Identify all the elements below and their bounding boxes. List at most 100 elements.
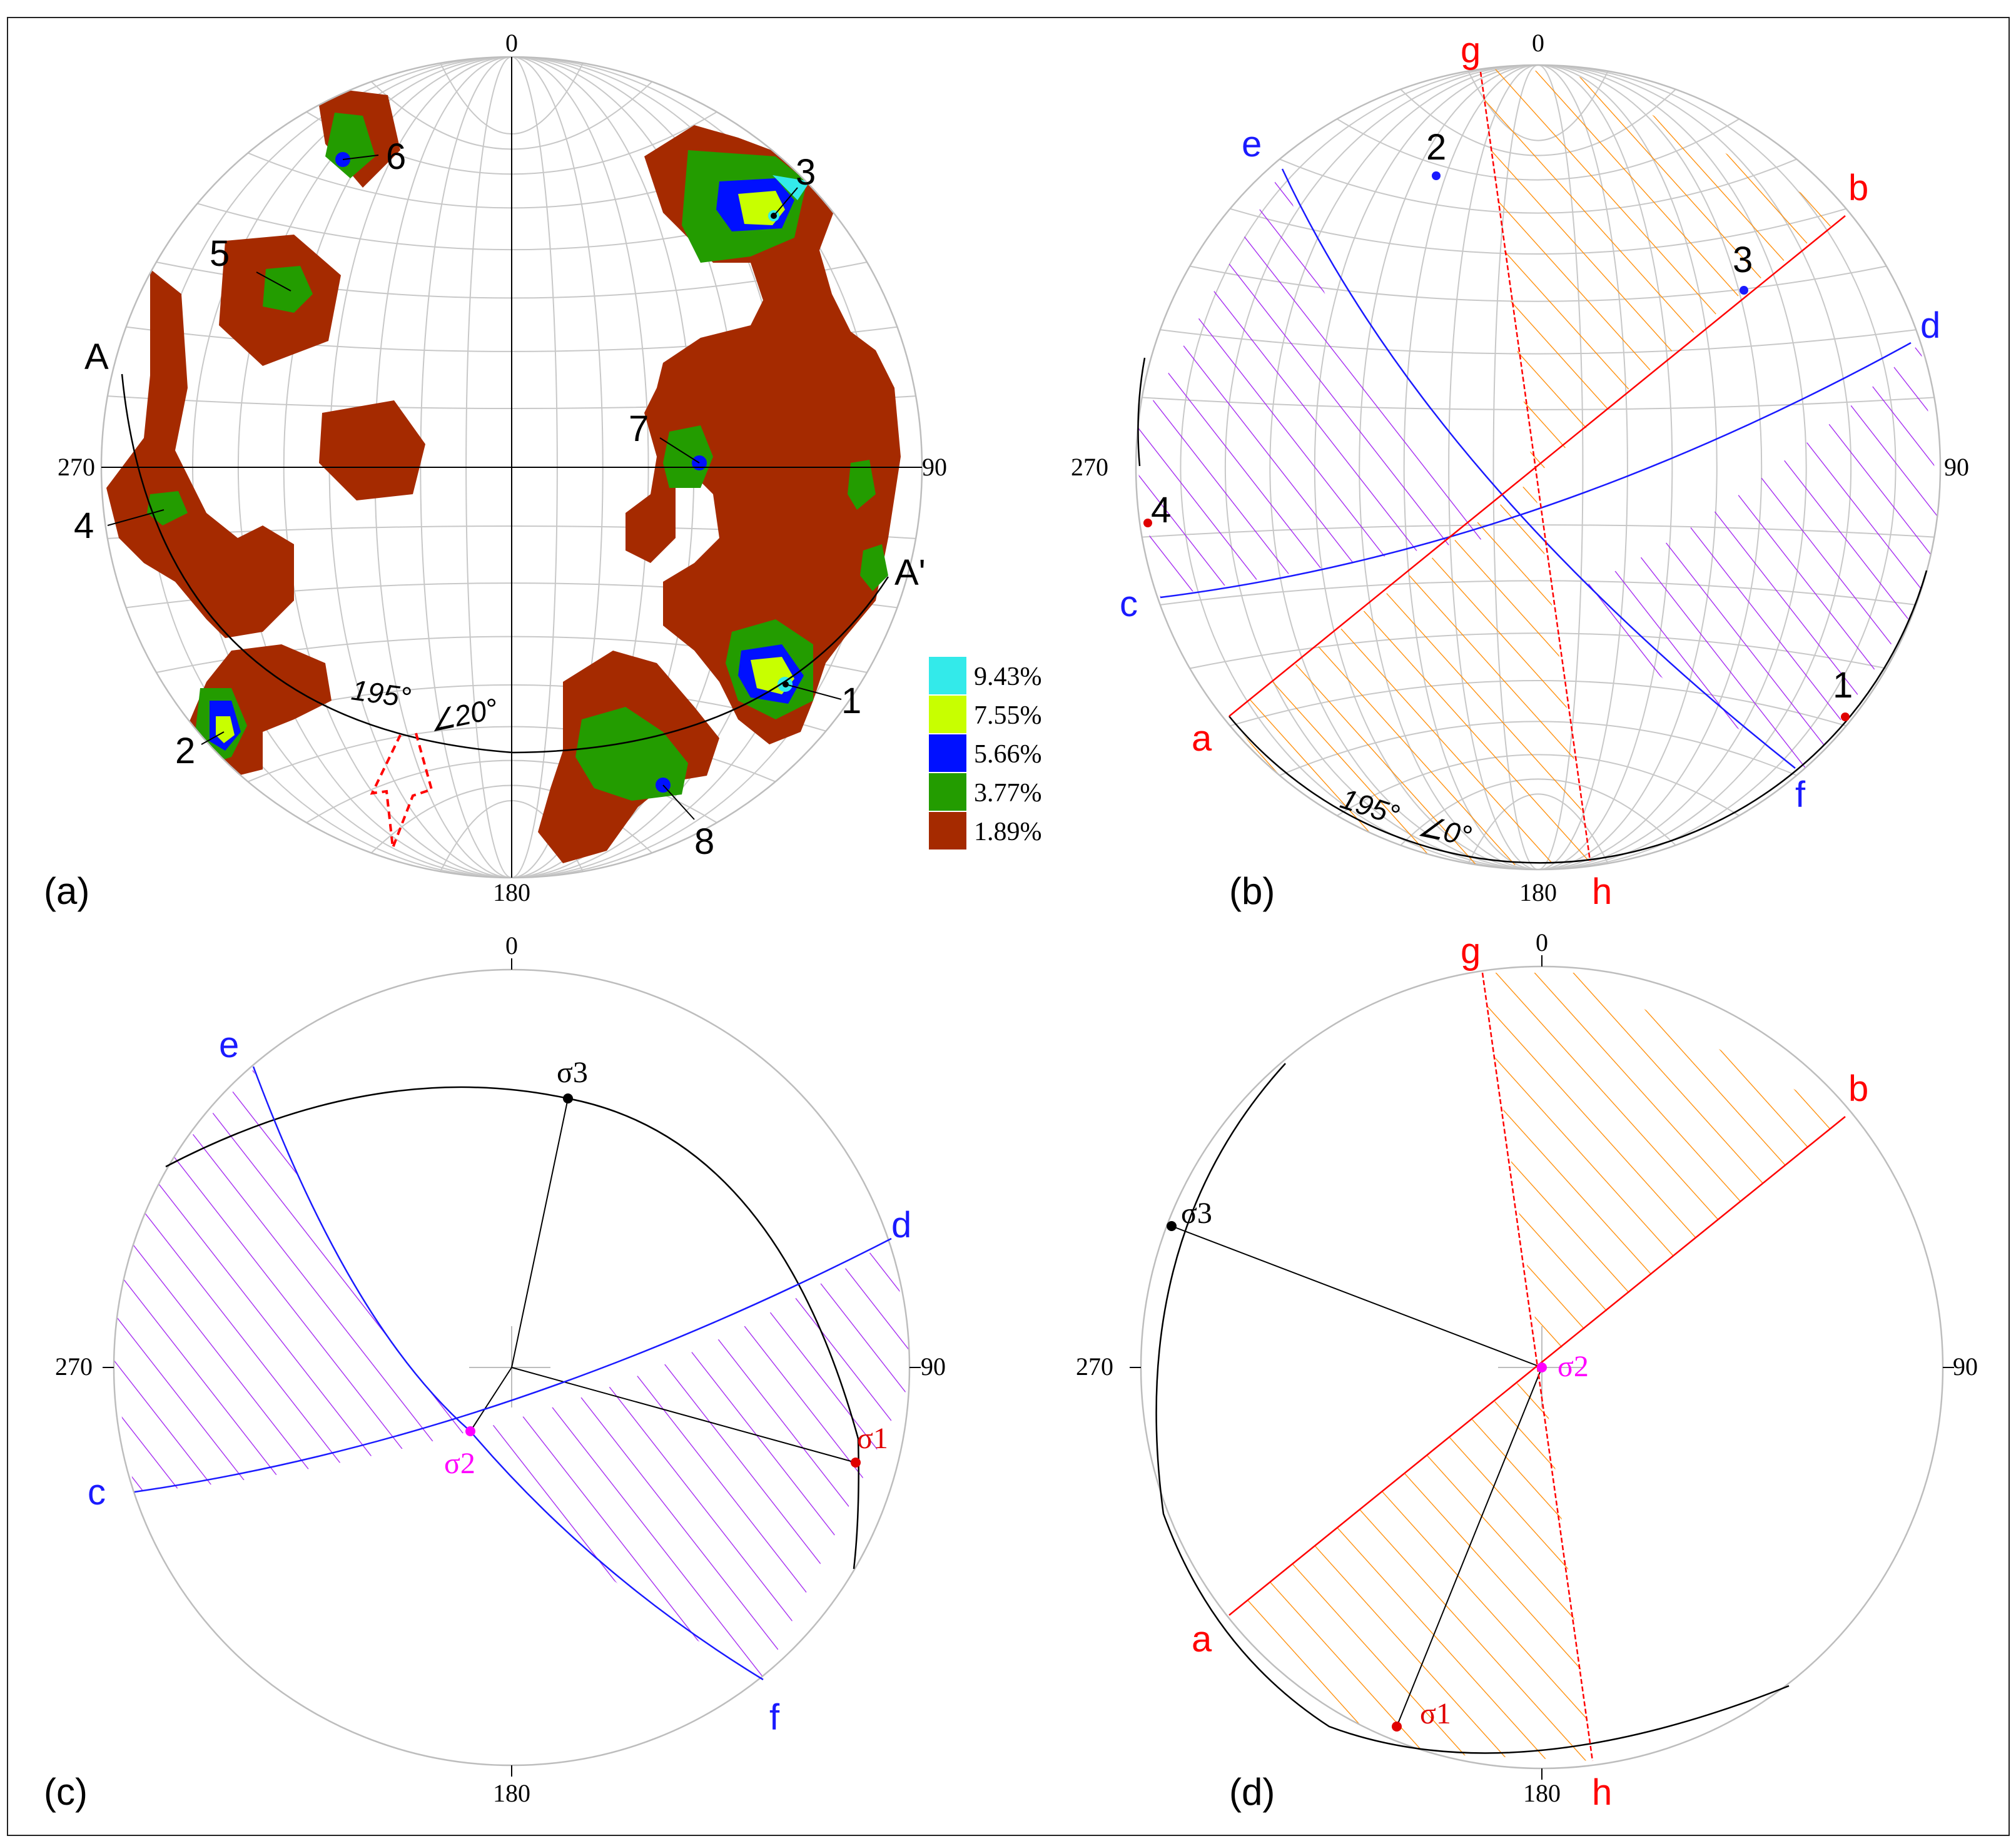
azimuth-label-90: 90: [1944, 453, 1969, 481]
panel-b-primitive-circle: [1135, 64, 1942, 871]
section-attitude-direction: 195°: [350, 673, 413, 714]
sigma2-point: [465, 1426, 475, 1436]
maximum-label-5: 5: [210, 233, 230, 274]
plane-line-e-f: [1281, 168, 1796, 769]
plane-label-e: e: [1242, 124, 1262, 165]
contour-9.43: [772, 175, 810, 200]
contour-3.77: [848, 460, 876, 510]
plane-label-d: d: [891, 1205, 911, 1245]
legend-label: 5.66%: [974, 740, 1042, 769]
azimuth-label-90: 90: [921, 1352, 946, 1381]
maximum-label-7: 7: [629, 408, 649, 449]
primitive-arc-sw: [1228, 570, 1928, 864]
leader-3: [773, 187, 798, 216]
pole-point-1: [1841, 713, 1850, 721]
maximum-point: [771, 213, 777, 219]
azimuth-label-180: 180: [493, 1779, 530, 1807]
maximum-label-3: 3: [796, 152, 816, 193]
purple-hatch-region: [1136, 169, 1507, 597]
sigma3-label: σ3: [557, 1056, 588, 1089]
sigma1-line: [511, 1367, 856, 1463]
sigma2-label: σ2: [1558, 1350, 1589, 1383]
leader-5: [256, 271, 291, 292]
sigma-great-circle: [1155, 1063, 1790, 1754]
plane-label-b: b: [1848, 1068, 1868, 1109]
sigma1-label: σ1: [1420, 1697, 1451, 1730]
section-attitude-dip: ∠20°: [426, 692, 500, 738]
sigma3-point: [1167, 1221, 1177, 1231]
pole-point-3: [1740, 286, 1748, 295]
pole-point-2: [1432, 171, 1441, 180]
orange-hatch-region: [1482, 973, 1845, 1364]
legend-label: 9.43%: [974, 662, 1042, 691]
panel-label-b: (b): [1229, 870, 1275, 912]
plane-label-h: h: [1592, 871, 1612, 912]
panel-d: a b g h σ3 σ2 σ1 0 90 180 270 (d): [1076, 928, 1978, 1813]
sigma1-point: [1392, 1722, 1402, 1732]
contour-1.89: [106, 269, 294, 638]
plane-label-g: g: [1461, 931, 1481, 971]
contour-3.77: [147, 491, 188, 525]
plane-label-b: b: [1848, 168, 1868, 208]
plane-label-f: f: [1795, 774, 1806, 815]
plane-label-a: a: [1192, 718, 1212, 759]
maximum-point: [783, 681, 789, 687]
section-great-circle: [121, 373, 889, 754]
maximum-label-6: 6: [386, 136, 406, 177]
legend-swatch: [929, 773, 966, 811]
panel-label-a: (a): [44, 870, 89, 912]
azimuth-label-0: 0: [1532, 29, 1544, 57]
legend-swatch: [929, 657, 966, 694]
density-legend: 9.43%7.55%5.66%3.77%1.89%: [929, 657, 1042, 849]
sigma3-label: σ3: [1181, 1197, 1212, 1230]
panel-label-c: (c): [44, 1771, 88, 1813]
leader-4: [107, 509, 165, 526]
point-label-2: 2: [1426, 127, 1446, 168]
sigma3-line: [1171, 1225, 1542, 1368]
azimuth-label-0: 0: [505, 29, 518, 57]
contour-3.77: [860, 544, 888, 591]
panel-c: c d e f σ3 σ2 σ1 0 90 180 270 (c): [44, 931, 946, 1813]
density-contours: [106, 86, 901, 863]
point-label-4: 4: [1151, 490, 1171, 530]
azimuth-label-90: 90: [922, 453, 947, 481]
purple-hatch-region: [114, 1070, 470, 1492]
section-label-a: A: [84, 337, 109, 377]
leader-1: [785, 684, 842, 700]
contour-3.77: [663, 425, 713, 488]
sigma1-label: σ1: [857, 1422, 888, 1455]
plane-label-g: g: [1461, 30, 1481, 71]
point-label-3: 3: [1733, 240, 1753, 280]
contour-3.77: [575, 707, 688, 801]
legend-label: 3.77%: [974, 779, 1042, 808]
pole-point-4: [1143, 519, 1152, 527]
orange-hatch-region: [1229, 1364, 1593, 1761]
sigma2-point: [1537, 1362, 1547, 1372]
plane-label-d: d: [1920, 305, 1940, 346]
plane-line-c-d: [134, 1237, 892, 1493]
contour-7.55: [216, 716, 235, 743]
leader-7: [659, 437, 700, 464]
azimuth-label-180: 180: [1523, 1779, 1561, 1807]
sigma3-point: [563, 1093, 573, 1103]
plane-label-a: a: [1192, 1619, 1212, 1660]
legend-label: 7.55%: [974, 701, 1042, 730]
sigma2-label: σ2: [444, 1447, 475, 1480]
legend-swatch: [929, 734, 966, 772]
figure-frame: [7, 17, 2010, 1836]
contour-1.89: [626, 125, 901, 744]
panel-b: a b g h c d e f 1 2 3 4 195° ∠0° 0 90 18…: [1071, 29, 1969, 912]
sigma-great-circle: [165, 1086, 859, 1570]
plane-label-c: c: [1120, 584, 1138, 624]
orange-hatch-region: [1229, 479, 1589, 870]
maximum-label-4: 4: [74, 505, 94, 546]
orange-hatch-region: [1481, 69, 1845, 479]
plane-line-g-h: [1479, 71, 1591, 861]
purple-hatch-region: [470, 1239, 909, 1680]
plane-label-f: f: [769, 1697, 780, 1738]
maximum-label-2: 2: [175, 731, 195, 771]
legend-swatch: [929, 812, 966, 849]
azimuth-label-90: 90: [1953, 1352, 1978, 1381]
azimuth-label-0: 0: [1536, 928, 1548, 956]
